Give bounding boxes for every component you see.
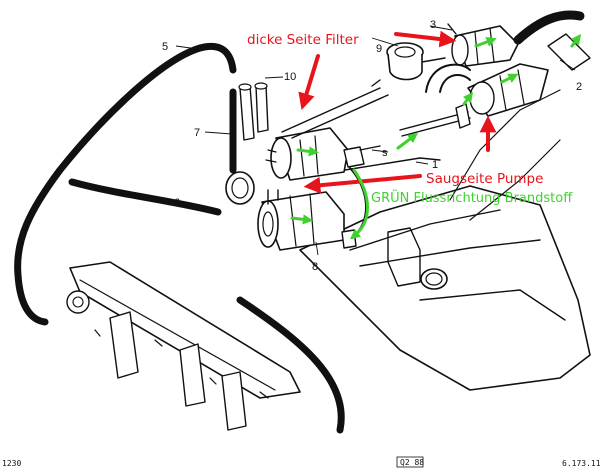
callout-3: 3 [430, 19, 436, 31]
footer-center: Q2 88 [400, 458, 424, 467]
flow-arrow-green-icon [396, 132, 419, 150]
fuel-damper [447, 23, 519, 67]
arrow-red-icon [303, 174, 422, 194]
pressure-regulator [371, 42, 446, 87]
hose-10 [238, 82, 269, 141]
valve-block [425, 63, 549, 117]
callout-8: 8 [312, 261, 318, 273]
footer-left: 1230 [2, 459, 21, 468]
hose-6 [14, 44, 345, 434]
flow-arrow-green-icon [462, 91, 474, 106]
green-flow-arrows [290, 33, 582, 240]
hose-5 [196, 42, 255, 205]
footer-center-box [396, 456, 424, 468]
red-arrows [298, 30, 497, 194]
flow-arrow-green-icon [349, 168, 369, 240]
footer-right: 6.173.11 [562, 459, 601, 468]
callout-5: 5 [162, 41, 168, 53]
leader-lines [149, 25, 576, 256]
callout-7: 7 [194, 127, 200, 139]
flow-arrow-green-icon [474, 37, 497, 48]
label-flow-direction: GRÜN Flussrichtung Brandstoff [371, 189, 573, 206]
hose-2 [513, 10, 591, 71]
callout-10: 10 [284, 71, 296, 83]
arrow-red-icon [394, 30, 457, 48]
flow-arrow-green-icon [296, 146, 320, 157]
flow-arrow-green-icon [290, 214, 314, 225]
callout-s: s [382, 147, 388, 159]
fuel-lines [281, 87, 471, 171]
label-filter-thick-side: dicke Seite Filter [247, 32, 359, 48]
callout-1: 1 [432, 159, 438, 171]
chassis-rail [299, 89, 591, 391]
callout-2: 2 [576, 81, 582, 93]
flow-arrow-green-icon [500, 73, 519, 84]
flow-arrow-green-icon [570, 33, 582, 48]
callout-6: 6 [174, 197, 180, 209]
fuel-filter [265, 127, 381, 181]
injection-rail [66, 261, 301, 431]
callout-9: 9 [376, 43, 382, 55]
arrow-red-icon [298, 54, 320, 111]
label-pump-suction-side: Saugseite Pumpe [426, 171, 543, 187]
